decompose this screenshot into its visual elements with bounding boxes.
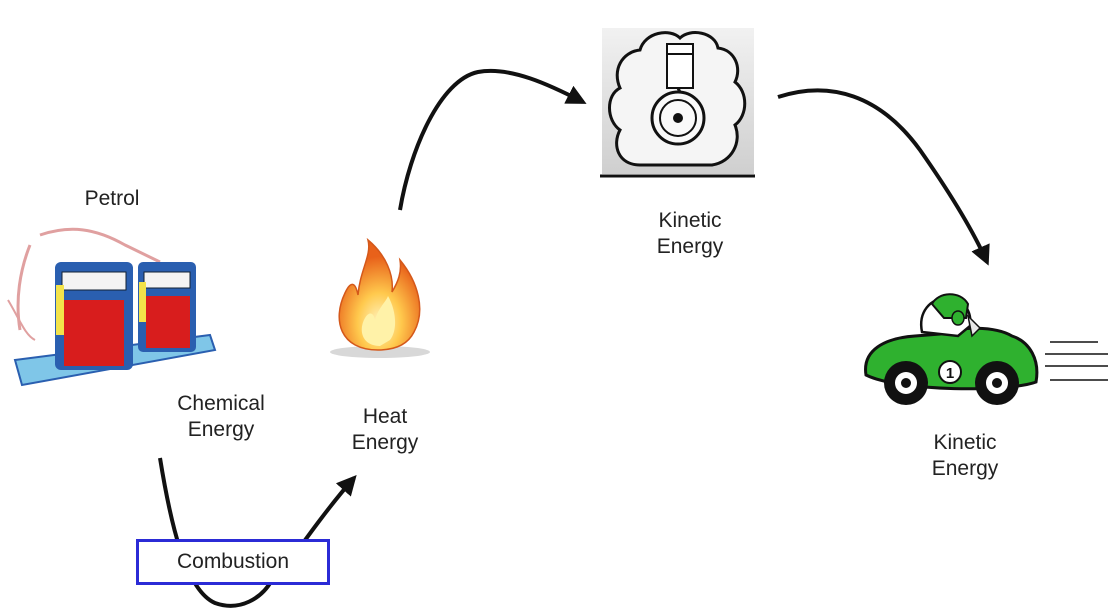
engine-icon	[600, 28, 755, 178]
arrow-heat-to-engine	[398, 68, 587, 211]
chemical-energy-line2: Energy	[187, 418, 255, 441]
arrow-chemical-to-combustion	[158, 457, 274, 608]
race-car-icon	[864, 293, 1108, 405]
chemical-energy-label: Chemical Energy	[150, 391, 292, 453]
kinetic-energy-engine-label: Kinetic Energy	[625, 208, 755, 260]
heat-energy-line1: Heat	[362, 405, 408, 428]
combustion-box: Combustion	[136, 539, 330, 585]
kinetic-energy-engine-line1: Kinetic	[658, 209, 722, 232]
heat-energy-label: Heat Energy	[330, 404, 440, 456]
flame-icon	[330, 237, 430, 358]
arrow-engine-to-car	[777, 88, 990, 266]
fuel-pump-icon	[7, 227, 217, 387]
petrol-label: Petrol	[84, 187, 140, 210]
kinetic-energy-car-label: Kinetic Energy	[900, 430, 1030, 482]
kinetic-energy-car-line2: Energy	[931, 457, 999, 480]
kinetic-energy-engine-line2: Energy	[656, 235, 724, 258]
car-number: 1	[946, 365, 954, 382]
kinetic-energy-car-line1: Kinetic	[933, 431, 997, 454]
chemical-energy-line1: Chemical	[177, 392, 265, 415]
heat-energy-line2: Energy	[351, 431, 419, 454]
